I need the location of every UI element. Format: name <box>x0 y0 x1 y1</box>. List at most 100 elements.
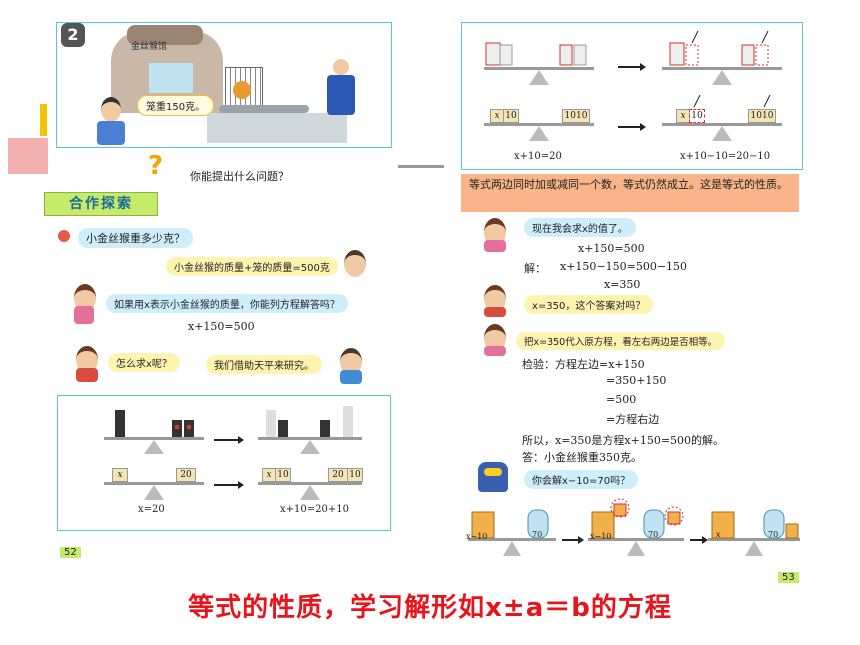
boy-avatar-4 <box>484 285 506 312</box>
r-box-10-left: 10 <box>503 109 519 123</box>
arrow-right-2 <box>214 481 244 489</box>
equation-1: x+150=500 <box>188 320 255 333</box>
problem-number-badge: 2 <box>61 23 85 47</box>
bottom-label-x: x <box>716 530 721 539</box>
balance-equation-left: x=20 <box>138 504 165 515</box>
page-number-left: 52 <box>60 547 81 558</box>
girl-avatar-2 <box>484 218 506 246</box>
box-x-left: x <box>112 468 128 482</box>
balance-salt-right <box>662 30 782 85</box>
balance-diagram-right-svg <box>484 30 782 141</box>
bottom-balance-3 <box>708 509 800 556</box>
girl-body-2 <box>484 240 506 252</box>
girl-body-1 <box>74 306 94 324</box>
bubble-how-solve: 怎么求x呢？ <box>108 353 180 372</box>
balance-bottle-can-left <box>104 410 204 454</box>
balance-box-left <box>104 482 204 500</box>
r-box-1010-left: 1010 <box>562 109 590 123</box>
boy-body-4 <box>484 307 506 317</box>
balance-diagram-left: x 20 x 10 20 10 x=20 x+10=20+10 <box>57 395 391 531</box>
question-1: 小金丝猴重多少克？ <box>78 228 193 248</box>
bottom-label-x10-b: x−10 <box>590 532 612 541</box>
arrow-right-1 <box>214 436 244 444</box>
bottom-label-70-a: 70 <box>532 530 543 539</box>
boy-avatar-1 <box>344 250 366 277</box>
balance-diagram-left-svg <box>104 406 362 500</box>
balance-x10-left <box>484 123 594 141</box>
bottom-balance-row: x−10 70 x−10 70 x 70 <box>462 496 802 562</box>
r-box-1010-right: 1010 <box>748 109 776 123</box>
balance-equation-right: x+10=20+10 <box>280 504 349 515</box>
arrow-right-3 <box>618 63 646 71</box>
cage-weight-bubble: 笼重150克。 <box>137 95 215 116</box>
counter-table <box>207 113 347 143</box>
r-box-10-right: 10 <box>689 109 705 123</box>
solution-label: 解： <box>524 262 546 275</box>
box-20-right: 20 <box>328 468 348 482</box>
zookeeper-head <box>333 59 349 75</box>
question-prompt: 你能提出什么问题？ <box>190 170 289 183</box>
bubble-find-x: 现在我会求x的值了。 <box>524 218 636 237</box>
question-mark-icon: ? <box>148 151 164 181</box>
answer-text: 答：小金丝猴重350克。 <box>522 451 642 464</box>
balance-diagram-right: x 10 1010 x 10 1010 x+10=20 x+10−10=20−1… <box>461 22 803 170</box>
box-x-right: x <box>262 468 276 482</box>
arrow-right-5 <box>562 536 584 544</box>
problem-number: 2 <box>67 25 79 44</box>
apple-bullet-icon <box>58 230 70 242</box>
bottom-label-70-b: 70 <box>648 530 659 539</box>
balance-salt-left <box>484 42 594 85</box>
balance-x10-right <box>662 94 782 141</box>
balance-box-right <box>258 482 362 500</box>
r-balance-eq-right: x+10−10=20−10 <box>680 151 771 162</box>
story-illustration: 金丝猴馆 笼重150克。 2 <box>56 22 392 148</box>
arrow-right-6 <box>690 536 708 544</box>
balance-bottle-can-right <box>258 406 362 454</box>
bottom-balance-2 <box>588 498 684 556</box>
boy-body-2 <box>76 368 98 382</box>
check-line-1: =350+150 <box>606 374 667 387</box>
zookeeper-body <box>327 75 355 115</box>
pan-balance <box>219 105 309 113</box>
bubble-total-mass: 小金丝猴的质量+笼的质量=500克 <box>166 257 338 276</box>
arrow-right-4 <box>618 123 646 131</box>
slide-divider-line <box>398 165 444 168</box>
boy-avatar-3 <box>340 348 362 375</box>
r-balance-eq-left: x+10=20 <box>514 151 562 162</box>
check-label: 检验：方程左边=x+150 <box>522 358 645 371</box>
bubble-solve-question: 你会解x−10=70吗？ <box>524 470 639 489</box>
girl-avatar-3 <box>484 324 506 352</box>
page-number-right: 53 <box>778 572 799 583</box>
box-20-left: 20 <box>176 468 196 482</box>
conclusion-text: 所以，x=350是方程x+150=500的解。 <box>522 434 725 447</box>
slide-caption: 等式的性质，学习解形如x±a＝b的方程 <box>188 593 672 623</box>
check-line-3: =方程右边 <box>606 413 660 426</box>
slide-accent-red <box>8 138 48 174</box>
bubble-substitute: 把x=350代入原方程，看左右两边是否相等。 <box>516 332 726 350</box>
robot-eyes-icon <box>484 468 502 476</box>
property-text: 等式两边同时加或减同一个数，等式仍然成立。这是等式的性质。 <box>469 178 788 191</box>
bubble-check-answer: x=350，这个答案对吗？ <box>524 295 654 314</box>
girl-body-3 <box>484 346 506 356</box>
bottom-label-70-c: 70 <box>768 530 779 539</box>
girl-avatar-1 <box>74 284 96 312</box>
boy-body <box>97 121 125 145</box>
bottom-balance-svg <box>468 498 800 556</box>
solution-line-1: x+150−150=500−150 <box>560 260 688 273</box>
boy-body-3 <box>340 370 362 384</box>
slide-accent-yellow <box>40 104 47 136</box>
box-10-right-2: 10 <box>347 468 363 482</box>
monkey-in-cage <box>233 81 251 99</box>
property-box: 等式两边同时加或减同一个数，等式仍然成立。这是等式的性质。 <box>461 174 799 212</box>
robot-icon <box>478 462 508 492</box>
r-box-x-right: x <box>676 109 690 123</box>
bubble-use-balance: 我们借助天平来研究。 <box>206 355 322 374</box>
section-title-text: 合作探索 <box>69 196 133 212</box>
monkey-house-window <box>149 63 193 93</box>
bubble-equation-question: 如果用x表示小金丝猴的质量，你能列方程解答吗？ <box>106 294 348 313</box>
section-title: 合作探索 <box>44 192 158 216</box>
bottom-balance-1 <box>468 509 556 556</box>
monkey-house-roof <box>127 25 203 45</box>
r-box-x-left: x <box>490 109 504 123</box>
check-line-2: =500 <box>606 393 637 406</box>
